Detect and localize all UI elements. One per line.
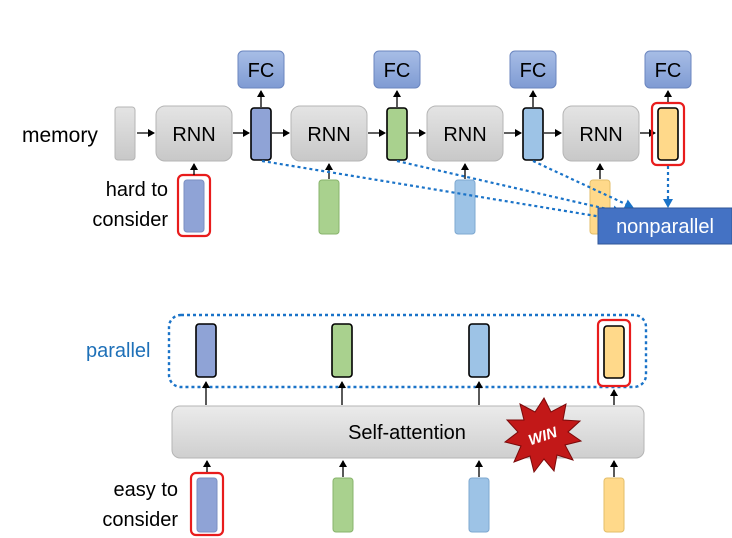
fc-label-3: FC: [520, 60, 547, 82]
nonparallel-label: nonparallel: [616, 216, 714, 238]
input-vector-3: [454, 179, 476, 235]
consider-label-top: consider: [92, 209, 168, 231]
hidden-vector-4-highlight: [650, 101, 686, 167]
nonparallel-badge: [597, 207, 732, 245]
fc-block-2: [373, 50, 421, 89]
fc-block-1: [237, 50, 285, 89]
rnn-block-2: [290, 105, 368, 162]
sa-output-vector-4-highlight: [596, 318, 632, 388]
sa-output-vector-4: [603, 325, 625, 379]
sa-input-vector-1-highlight: [189, 471, 225, 537]
rnn-block-3: [426, 105, 504, 162]
dotted-dependency-3: [532, 160, 634, 209]
fc-label-4: FC: [655, 60, 682, 82]
sa-input-vector-3: [468, 477, 490, 533]
sa-output-vector-3: [468, 323, 490, 378]
hidden-vector-2: [386, 107, 408, 161]
easy-to-label: easy to: [114, 479, 178, 501]
input-vector-1: [183, 179, 205, 233]
fc-label-1: FC: [248, 60, 275, 82]
consider-label-bottom: consider: [102, 509, 178, 531]
hidden-vector-3: [522, 107, 544, 161]
fc-block-4: [644, 50, 692, 89]
fc-label-2: FC: [384, 60, 411, 82]
hard-to-label: hard to: [106, 179, 168, 201]
parallel-dotted-group: [167, 313, 648, 389]
self-attention-label: Self-attention: [348, 422, 466, 444]
memory-label: memory: [22, 124, 98, 147]
win-starburst-icon: WIN: [503, 396, 583, 474]
sa-output-vector-1: [195, 323, 217, 378]
rnn-label-3: RNN: [443, 124, 486, 146]
rnn-label-2: RNN: [307, 124, 350, 146]
sa-output-vector-2: [331, 323, 353, 378]
rnn-block-1: [155, 105, 233, 162]
parallel-label: parallel: [86, 340, 150, 362]
sa-input-vector-1: [196, 477, 218, 533]
fc-block-3: [509, 50, 557, 89]
input-vector-2: [318, 179, 340, 235]
rnn-block-4: [562, 105, 640, 162]
rnn-label-1: RNN: [172, 124, 215, 146]
dotted-dependency-2: [396, 159, 622, 216]
sa-input-vector-4: [603, 477, 625, 533]
rnn-label-4: RNN: [579, 124, 622, 146]
sa-input-vector-2: [332, 477, 354, 533]
hidden-vector-4: [657, 107, 679, 161]
memory-block: [114, 106, 136, 161]
hidden-vector-1: [250, 107, 272, 161]
dotted-dependency-1: [261, 159, 610, 222]
